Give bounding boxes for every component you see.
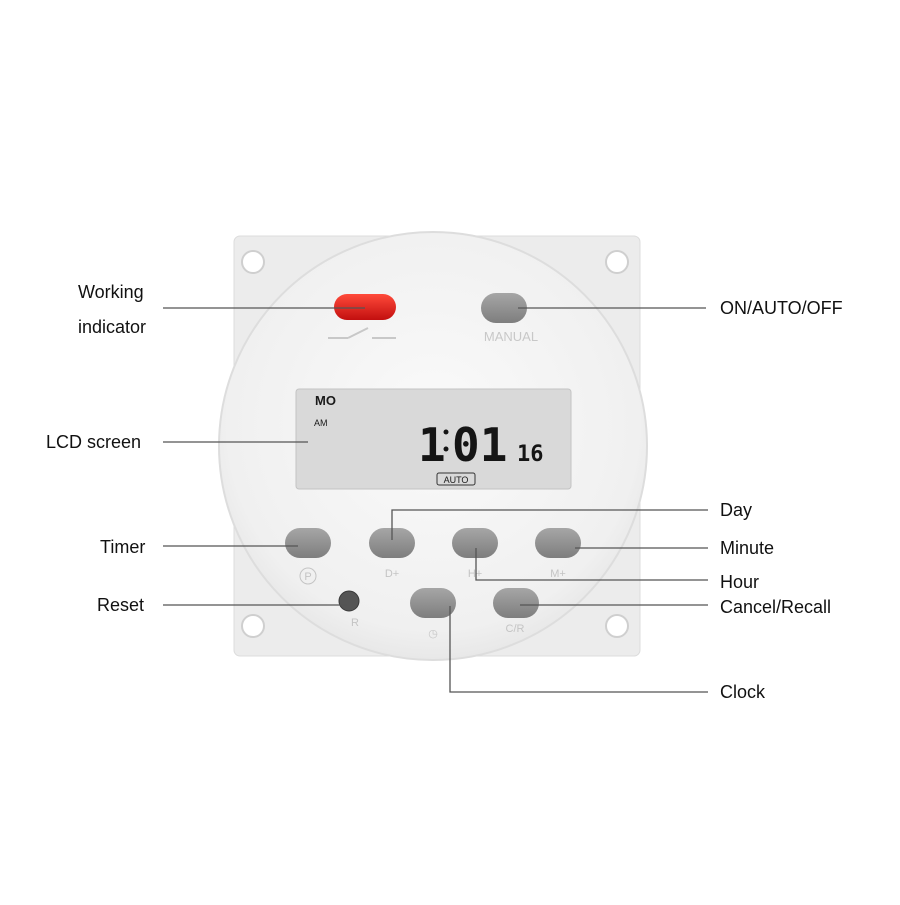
lcd-meridiem: AM	[314, 418, 328, 428]
clock-icon: ◷	[428, 628, 438, 640]
lcd-hour: 1	[418, 418, 446, 472]
clock-button[interactable]	[410, 588, 456, 618]
label-on-auto-off: ON/AUTO/OFF	[720, 298, 843, 318]
day-button[interactable]	[369, 528, 415, 558]
lcd-minute: 01	[452, 418, 507, 472]
label-minute: Minute	[720, 538, 775, 558]
minute-button-label: M+	[550, 568, 566, 580]
lcd-seconds: 16	[517, 442, 544, 467]
label-working-indicator-line2: indicator	[78, 317, 147, 337]
label-lcd-screen: LCD screen	[46, 432, 142, 452]
timer-button-label: P	[304, 571, 311, 583]
reset-button[interactable]	[338, 590, 360, 612]
label-cancel-recall: Cancel/Recall	[720, 597, 832, 617]
mount-hole-icon	[605, 250, 629, 274]
manual-button[interactable]	[481, 293, 527, 323]
hour-button[interactable]	[452, 528, 498, 558]
timer-label-ring	[299, 567, 317, 585]
working-indicator-led	[334, 294, 396, 320]
callout-line-day	[391, 509, 708, 540]
label-timer: Timer	[100, 537, 146, 557]
minute-button[interactable]	[535, 528, 581, 558]
mount-hole-icon	[241, 250, 265, 274]
lcd-mode-box	[436, 472, 476, 486]
label-day: Day	[720, 500, 753, 520]
manual-label: MANUAL	[484, 329, 538, 344]
cancel-recall-button[interactable]	[493, 588, 539, 618]
label-hour: Hour	[720, 572, 760, 592]
callout-line-clock	[449, 606, 708, 693]
lcd-mode: AUTO	[444, 475, 469, 485]
switch-symbol-icon	[328, 327, 396, 339]
callout-lines	[163, 307, 708, 693]
timer-button[interactable]	[285, 528, 331, 558]
day-button-label: D+	[385, 568, 399, 580]
reset-button-label: R	[351, 617, 359, 629]
lcd-colon-dot	[443, 429, 449, 435]
lcd-colon-dot	[443, 446, 449, 452]
label-reset: Reset	[97, 595, 145, 615]
mount-hole-icon	[241, 614, 265, 638]
label-working-indicator-line1: Working	[78, 282, 144, 302]
callout-line-hour	[475, 548, 708, 581]
lcd-day: MO	[315, 393, 336, 408]
mount-hole-icon	[605, 614, 629, 638]
lcd-screen	[295, 388, 572, 490]
label-clock: Clock	[720, 682, 766, 702]
cancel-recall-button-label: C/R	[506, 623, 525, 635]
hour-button-label: H+	[468, 568, 482, 580]
